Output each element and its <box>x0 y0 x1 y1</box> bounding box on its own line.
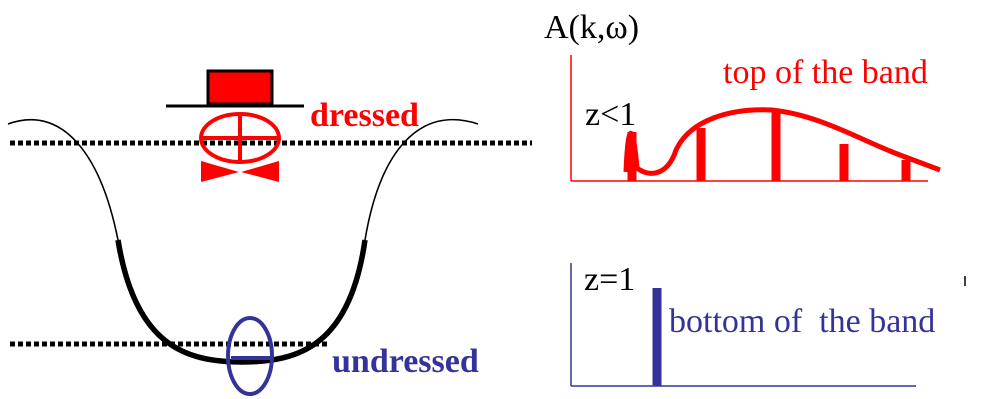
z-less-than-one-label: z<1 <box>585 96 636 133</box>
bottom-spectrum-axes <box>570 263 916 387</box>
plus-charge-icon <box>199 112 281 164</box>
top-of-band-label: top of the band <box>723 54 928 91</box>
band-curve <box>7 118 479 365</box>
band-curve-upper-right <box>364 118 479 241</box>
band-curve-bottom-bold <box>115 239 368 365</box>
dressed-label: dressed <box>310 97 419 134</box>
top-spectrum-peaks <box>627 110 911 181</box>
minus-charge-icon <box>226 316 274 396</box>
top-hat-icon <box>166 69 304 108</box>
z-equals-one-label: z=1 <box>584 261 635 298</box>
band-curve-upper-left <box>7 118 119 241</box>
spectral-function-label: A(k,ω) <box>544 9 639 46</box>
bottom-of-band-label: bottom of the band <box>669 303 935 340</box>
undressed-label: undressed <box>332 343 479 380</box>
top-spectrum-curve <box>623 107 941 176</box>
bow-tie-icon <box>201 161 279 182</box>
